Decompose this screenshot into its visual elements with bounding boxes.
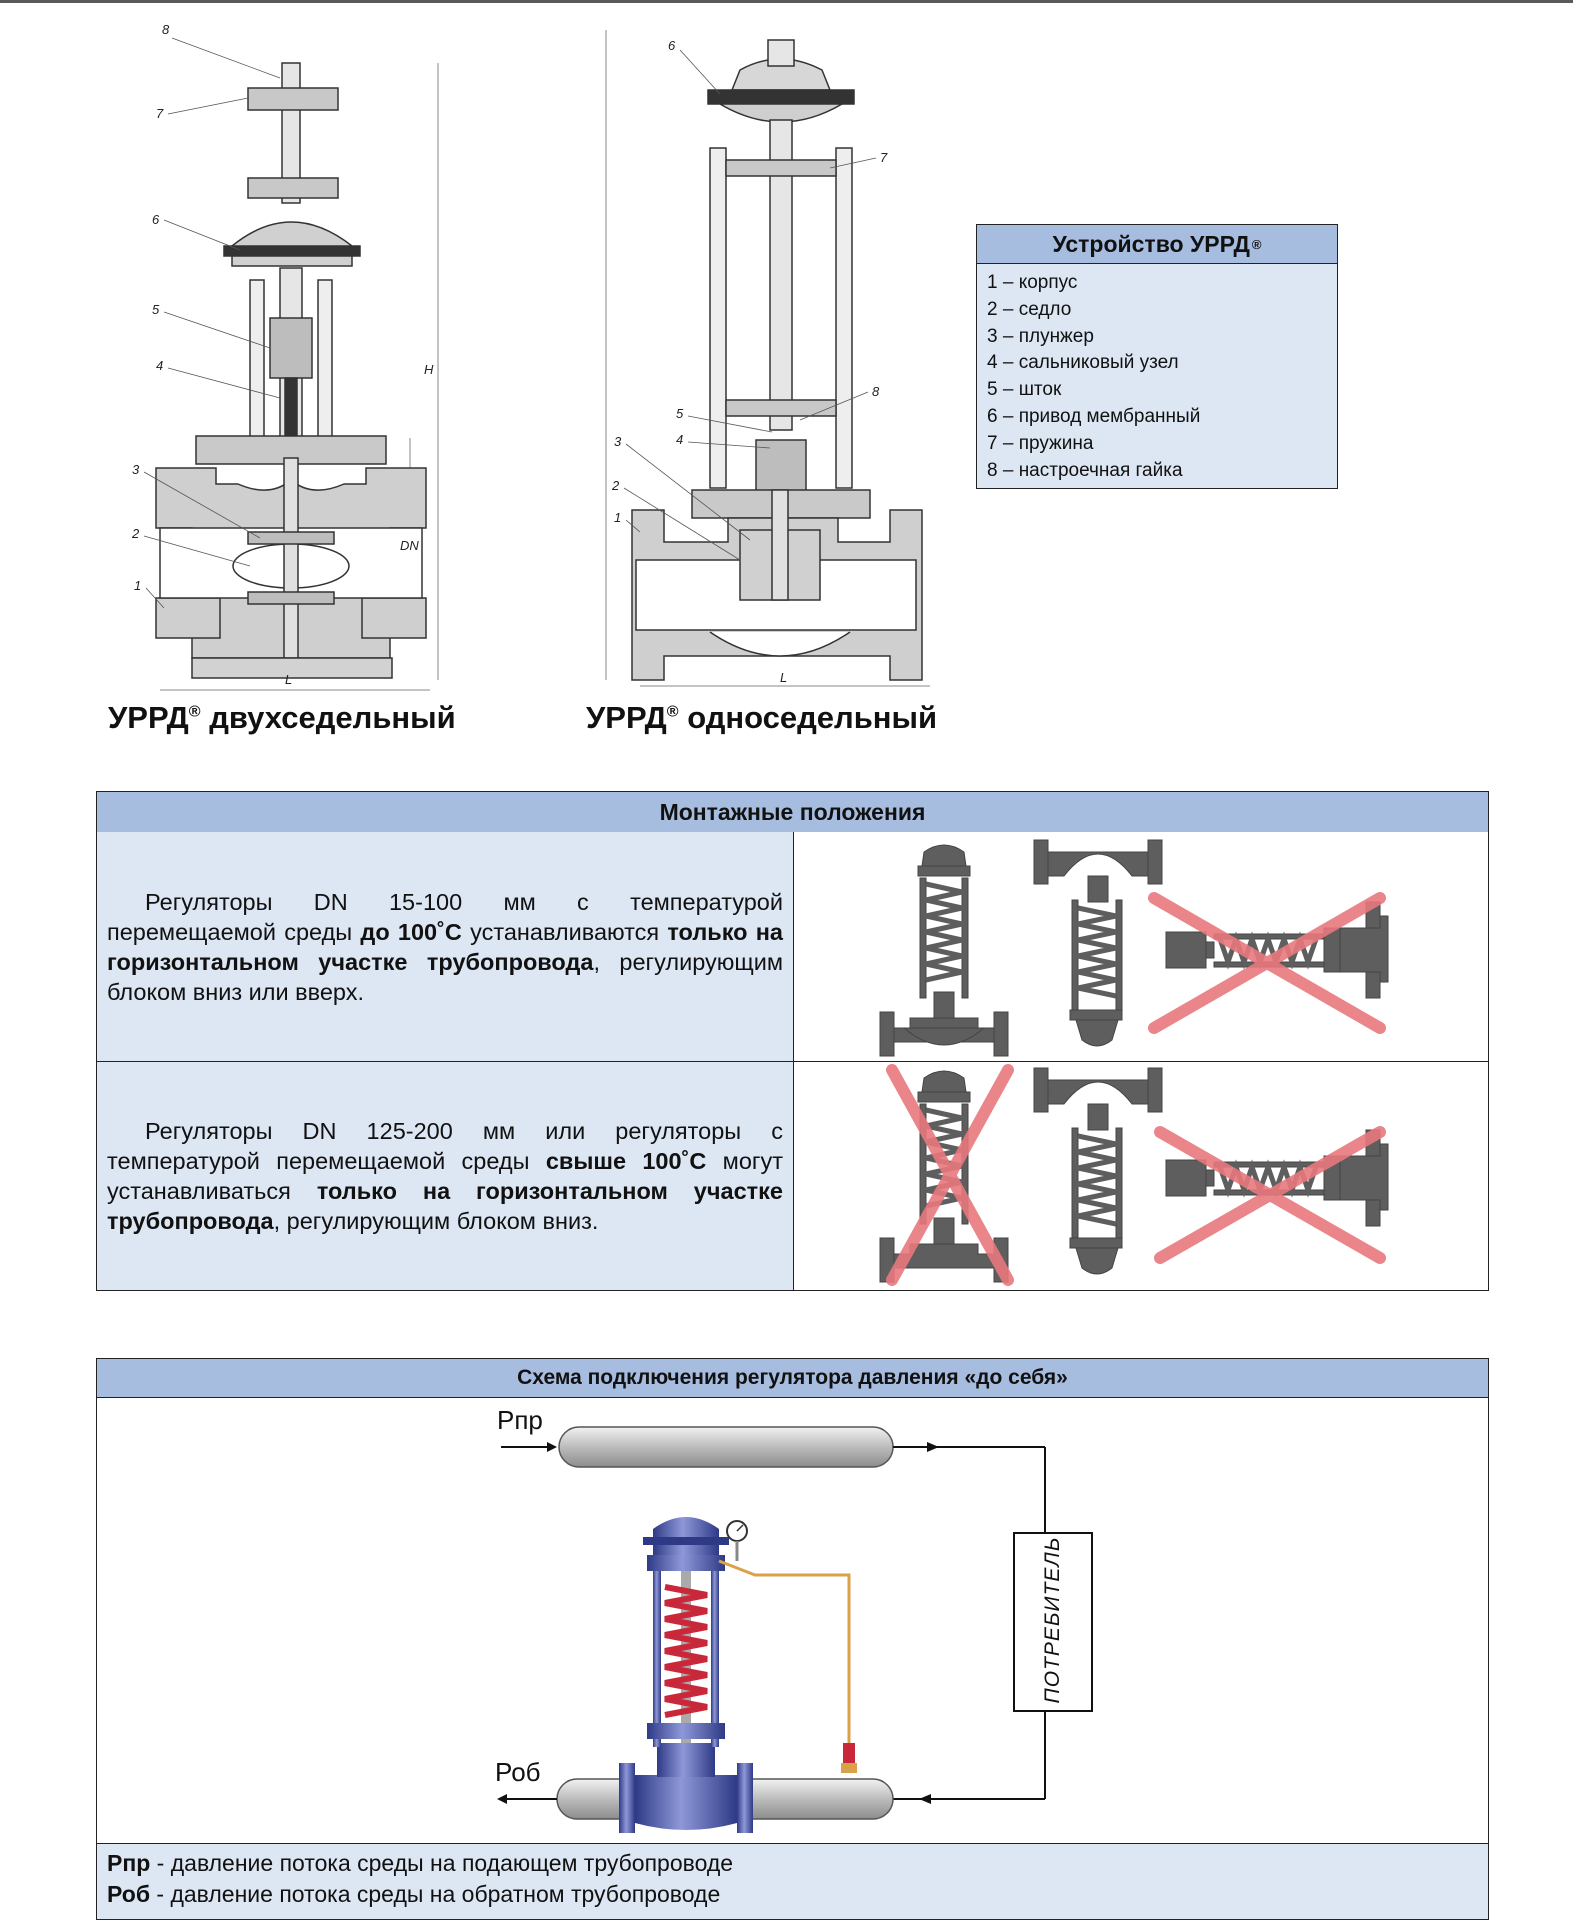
callout-3: 3 bbox=[132, 462, 140, 477]
mounting-row-1-pictures bbox=[794, 832, 1488, 1061]
text-part: , регулирующим блоком вниз или вверх. bbox=[107, 948, 784, 1005]
text-bold: только на горизонтальном участке трубопр… bbox=[107, 918, 783, 975]
text-part: Регуляторы DN 125-200 мм или регуляторы … bbox=[107, 1118, 783, 1174]
legend-item: 1 – корпус bbox=[987, 272, 1078, 293]
callout-6: 6 bbox=[152, 212, 160, 227]
legend-line-return: Роб - давление потока среды на обратном … bbox=[107, 1879, 1478, 1910]
consumer-label: ПОТРЕБИТЕЛЬ bbox=[1041, 1536, 1064, 1704]
callout-6: 6 bbox=[668, 38, 676, 53]
text-part: Регуляторы DN 15-100 мм с температурой п… bbox=[107, 888, 783, 945]
text-part: , регулирующим блоком вниз. bbox=[273, 1208, 599, 1234]
legend-item: 3 – плунжер bbox=[987, 325, 1094, 347]
mounting-row-2-text: Регуляторы DN 125-200 мм или регуляторы … bbox=[97, 1062, 794, 1290]
mounting-positions-table: Монтажные положения Регуляторы DN 15-100… bbox=[96, 791, 1489, 1291]
text-bold: только на горизонтальном участке трубопр… bbox=[107, 1178, 783, 1234]
scheme-legend: Рпр - давление потока среды на подающем … bbox=[97, 1843, 1488, 1919]
legend-abbr: Роб bbox=[107, 1881, 151, 1907]
legend-item: 6 – привод мембранный bbox=[987, 405, 1201, 427]
text-bold: до 100˚С bbox=[360, 918, 462, 945]
callout-5: 5 bbox=[152, 302, 160, 317]
legend-text: - давление потока среды на подающем труб… bbox=[150, 1850, 734, 1876]
device-legend-title-sup: ® bbox=[1251, 236, 1262, 252]
caption-registered: ® bbox=[188, 703, 201, 721]
double-seat-caption: УРРД® двухседельный bbox=[108, 700, 456, 736]
callout-5: 5 bbox=[676, 406, 684, 421]
callout-8: 8 bbox=[162, 22, 170, 37]
legend-line-supply: Рпр - давление потока среды на подающем … bbox=[107, 1848, 1478, 1879]
legend-abbr: Рпр bbox=[107, 1850, 151, 1876]
legend-item: 2 – седло bbox=[987, 298, 1072, 320]
connection-scheme: Схема подключения регулятора давления «д… bbox=[96, 1358, 1489, 1920]
callout-7: 7 bbox=[880, 150, 888, 165]
dim-l: L bbox=[285, 672, 292, 687]
device-legend: Устройство УРРД® 1 – корпус 2 – седло 3 … bbox=[976, 224, 1338, 489]
callout-2: 2 bbox=[131, 526, 140, 541]
legend-item: 4 – сальниковый узел bbox=[987, 352, 1179, 374]
scheme-diagram bbox=[497, 1426, 1093, 1833]
callout-2: 2 bbox=[611, 478, 620, 493]
caption-type: двухседельный bbox=[200, 700, 456, 735]
caption-type: односедельный bbox=[678, 700, 938, 735]
callout-7: 7 bbox=[156, 106, 164, 121]
text-part: устанавливаются bbox=[461, 918, 668, 945]
mounting-row-2: Регуляторы DN 125-200 мм или регуляторы … bbox=[97, 1062, 1488, 1290]
mounting-row-2-pictures bbox=[794, 1062, 1488, 1290]
single-seat-valve-drawing: 6 7 8 5 4 3 2 1 L bbox=[605, 30, 930, 687]
single-seat-caption: УРРД® односедельный bbox=[586, 700, 937, 736]
legend-item: 7 – пружина bbox=[987, 432, 1094, 454]
callout-8: 8 bbox=[872, 384, 880, 399]
caption-brand: УРРД bbox=[108, 700, 189, 735]
legend-text: - давление потока среды на обратном труб… bbox=[150, 1881, 721, 1907]
mounting-row-1-illustration bbox=[879, 839, 1389, 1057]
callout-3: 3 bbox=[614, 434, 622, 449]
device-legend-title-text: Устройство УРРД bbox=[1052, 230, 1250, 257]
return-pressure-label: Роб bbox=[495, 1757, 541, 1787]
dim-dn: DN bbox=[400, 538, 419, 553]
callout-4: 4 bbox=[676, 432, 683, 447]
callout-1: 1 bbox=[614, 510, 621, 525]
legend-item: 5 – шток bbox=[987, 379, 1062, 401]
top-rule bbox=[0, 0, 1573, 3]
callout-1: 1 bbox=[134, 578, 141, 593]
mounting-row-1-text: Регуляторы DN 15-100 мм с температурой п… bbox=[97, 832, 794, 1061]
caption-registered: ® bbox=[666, 703, 679, 721]
mounting-row-1: Регуляторы DN 15-100 мм с температурой п… bbox=[97, 832, 1488, 1062]
text-bold: свыше 100˚С bbox=[545, 1148, 707, 1174]
caption-brand: УРРД bbox=[586, 700, 667, 735]
dim-l: L bbox=[780, 670, 787, 685]
mounting-title: Монтажные положения bbox=[97, 792, 1488, 833]
device-legend-title: Устройство УРРД® bbox=[977, 225, 1337, 264]
legend-item: 8 – настроечная гайка bbox=[987, 459, 1183, 481]
dim-h: H bbox=[424, 362, 434, 377]
callout-4: 4 bbox=[156, 358, 163, 373]
mounting-row-2-illustration bbox=[879, 1064, 1389, 1286]
supply-pressure-label: Рпр bbox=[497, 1405, 543, 1435]
double-seat-valve-drawing: 8 7 6 5 4 3 2 1 H DN L bbox=[131, 22, 439, 691]
text-part: могут устанавливаться bbox=[107, 1148, 783, 1204]
device-legend-list: 1 – корпус 2 – седло 3 – плунжер 4 – сал… bbox=[977, 264, 1337, 490]
scheme-title: Схема подключения регулятора давления «д… bbox=[97, 1359, 1488, 1398]
